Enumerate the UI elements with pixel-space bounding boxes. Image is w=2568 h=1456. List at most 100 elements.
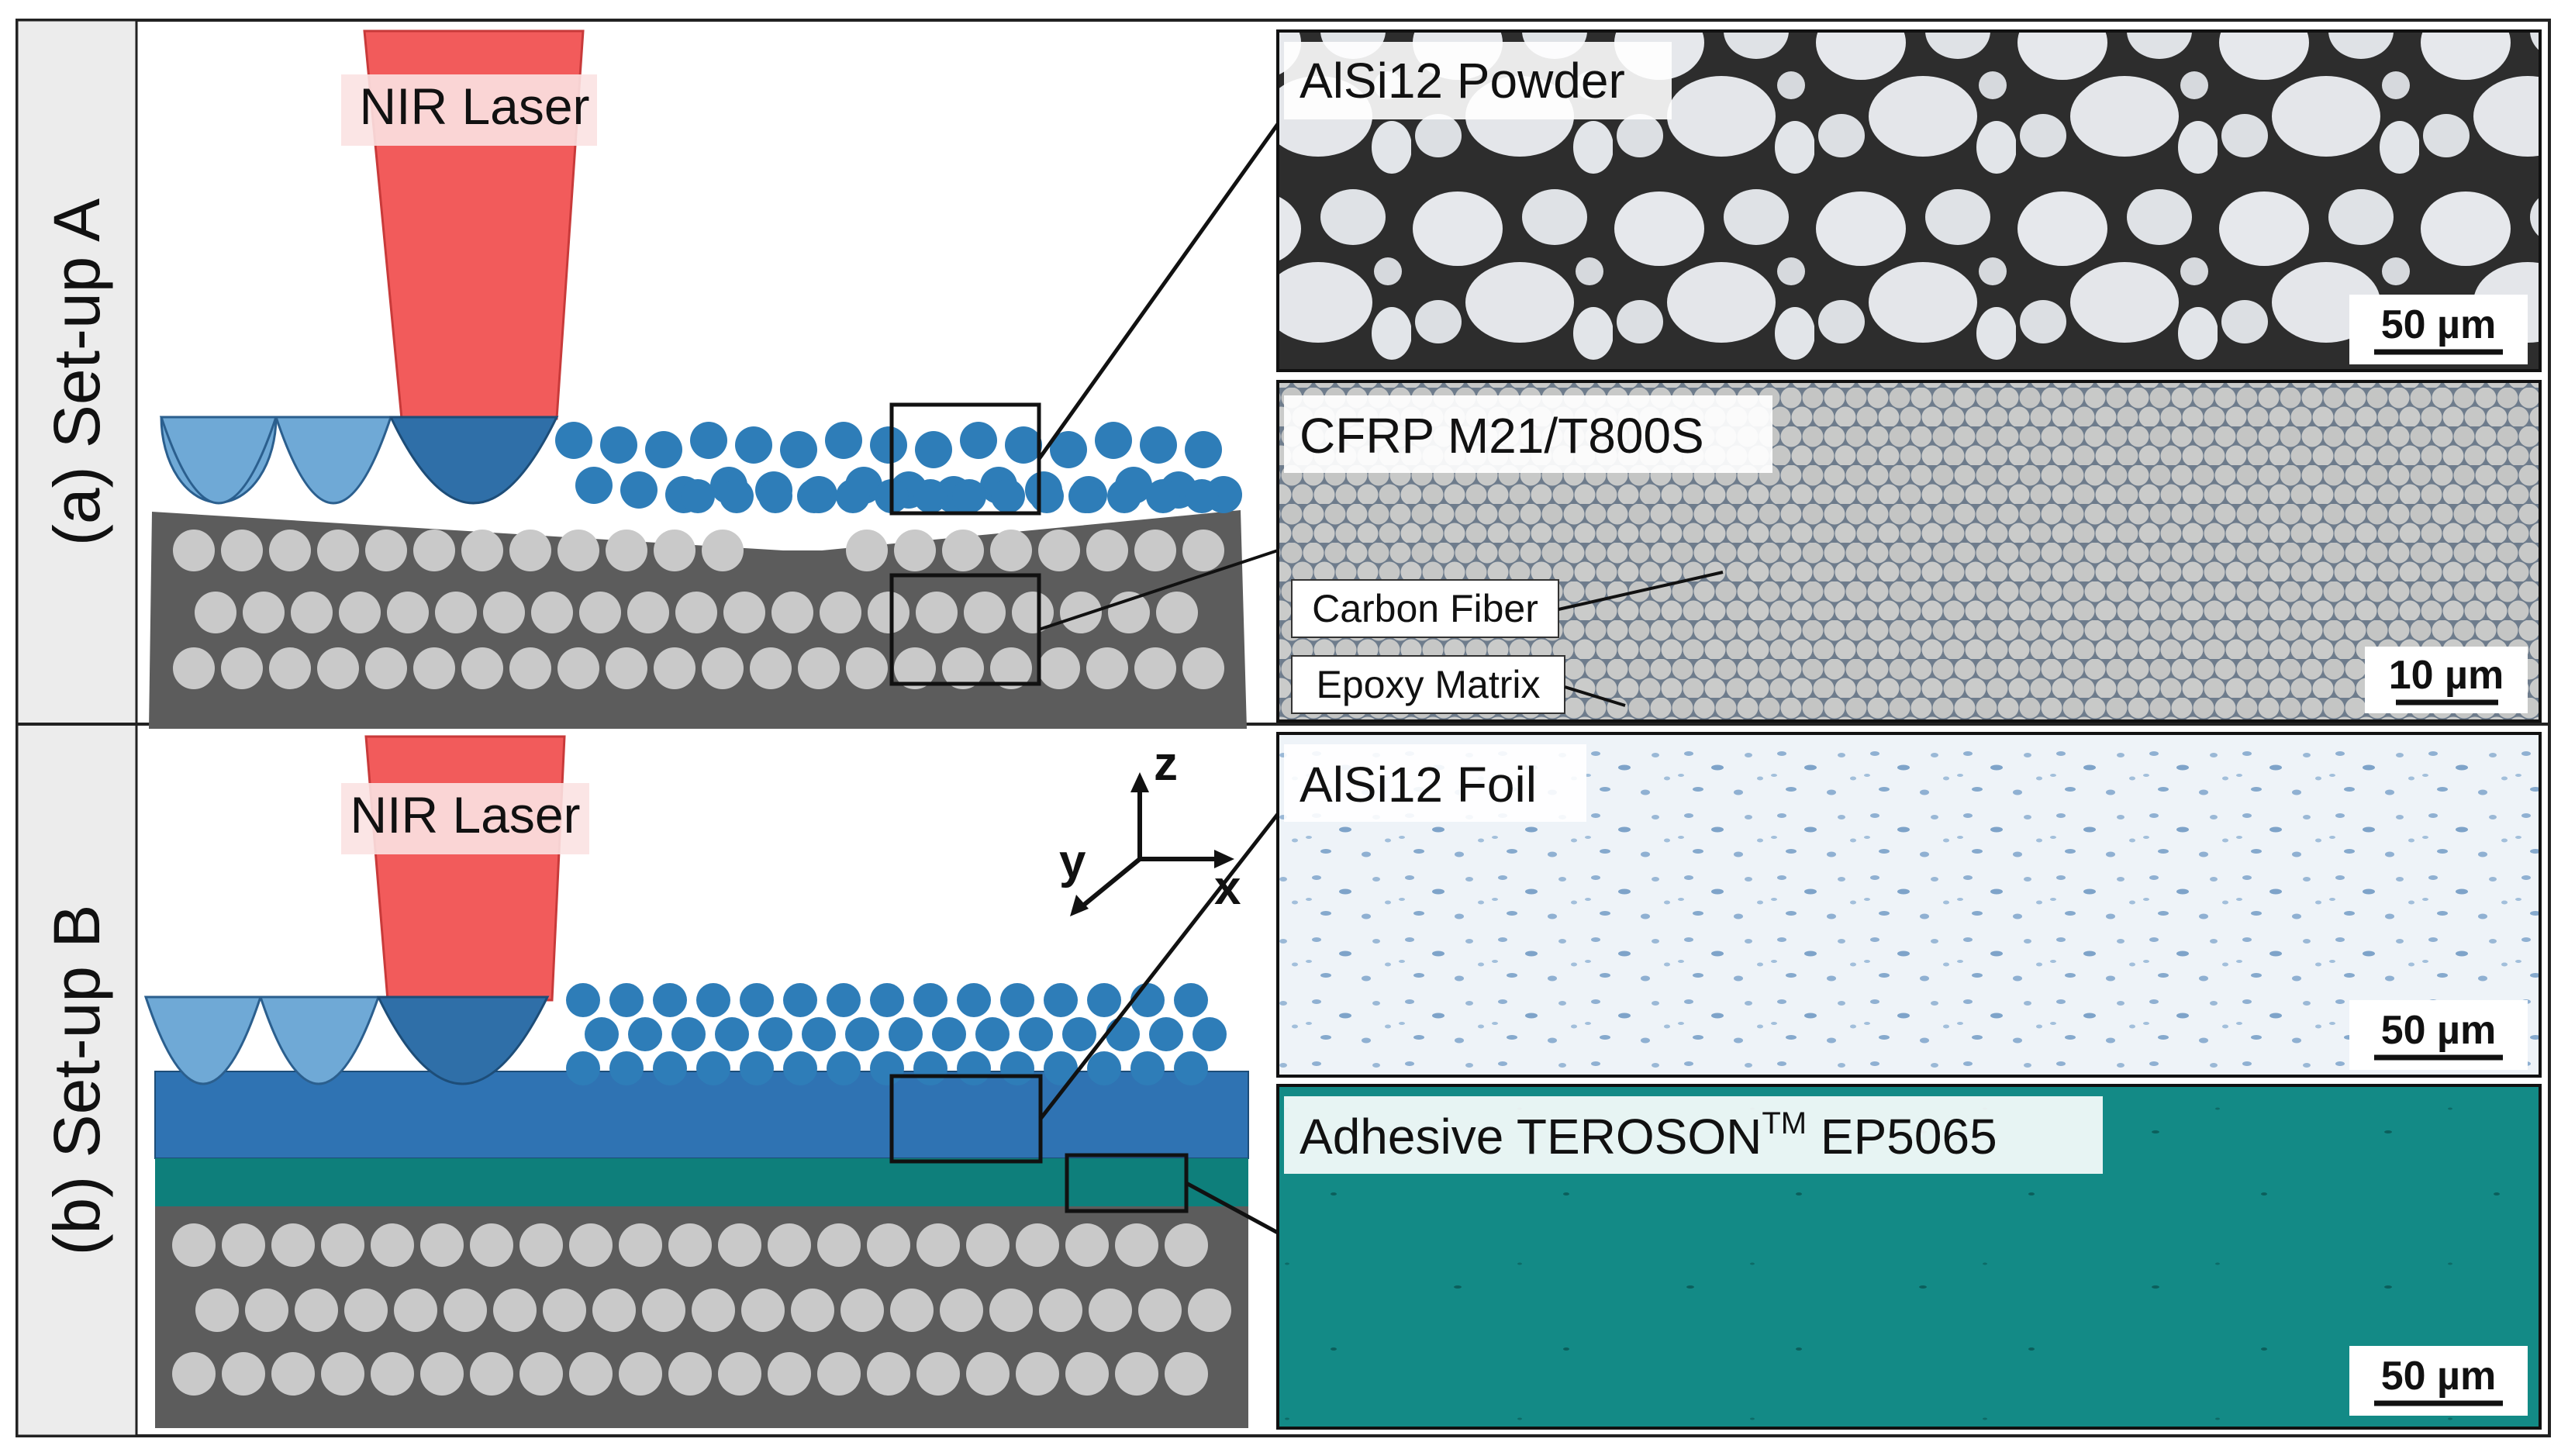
fiber [317,647,359,689]
powder-particle [671,1017,706,1051]
powder-particle [1130,983,1165,1017]
laser-label-bg-b [341,783,589,854]
fiber [271,1352,315,1396]
powder-particle [740,1051,774,1085]
fiber [702,647,744,689]
fiber [269,647,311,689]
scale-bar-label: 50 µm [2381,1008,2496,1053]
fiber [846,530,888,571]
powder-particle [1062,1017,1096,1051]
fiber [531,592,573,633]
micrograph-label-bg [1284,744,1586,822]
fiber [470,1352,513,1396]
fiber [840,1289,884,1332]
fiber [271,1223,315,1267]
powder-particle [1087,983,1121,1017]
micrograph-powder: AlSi12 Powder 50 µm [1276,29,2542,372]
fiber [1039,1289,1082,1332]
powder-particles [555,422,1242,513]
fiber [365,530,407,571]
fiber [654,530,696,571]
fiber [1060,592,1102,633]
fiber [394,1289,437,1332]
powder-particle [1000,983,1034,1017]
fiber [654,647,696,689]
fiber [1182,647,1224,689]
fiber [339,592,381,633]
fiber [1038,647,1080,689]
powder-particle [735,426,772,464]
axis-z-label: z [1154,737,1178,791]
powder-particle [653,983,687,1017]
micrograph-label-bg [1284,1096,2103,1174]
fiber [867,1223,910,1267]
fiber [1182,530,1224,571]
axis-triad: z y x [1059,737,1241,916]
fiber [519,1223,563,1267]
powder-particle [555,422,592,459]
fiber [868,592,910,633]
fiber [989,1289,1033,1332]
powder-particle [827,1051,861,1085]
lens-b3 [376,995,550,1085]
powder-particle [1140,426,1177,464]
powder-particle [645,431,682,468]
fiber [269,530,311,571]
fiber [365,647,407,689]
lens-2 [274,416,393,505]
fiber [1089,1289,1132,1332]
powder-particle [1030,479,1064,513]
fiber [1156,592,1198,633]
side-label-column-b [16,723,138,1437]
powder-particle [991,479,1025,513]
fiber [173,530,215,571]
powder-particle [827,983,861,1017]
fiber [942,647,984,689]
powder-particle [783,983,817,1017]
fiber [1138,1289,1182,1332]
fiber [675,592,717,633]
fiber [291,592,333,633]
fiber [750,647,792,689]
fiber [1086,530,1128,571]
annotation-leader-epoxy-matrix [1564,685,1626,707]
powder-particle [600,426,637,464]
powder-particle [870,1051,904,1085]
powder-particle [585,1017,619,1051]
powder-particle [1087,1051,1121,1085]
powder-particle [913,1051,947,1085]
panel-b-side-label: (b) Set-up B [40,905,113,1256]
fiber [642,1289,685,1332]
powder-particle [758,1017,792,1051]
powder-particle [1095,422,1132,459]
powder-particle [575,467,613,504]
laser-beam-b [364,735,566,1002]
fiber [321,1223,364,1267]
scale-bar-label: 10 µm [2389,653,2504,698]
fiber [243,592,285,633]
fiber [592,1289,636,1332]
fiber [1134,530,1176,571]
fiber [172,1352,216,1396]
fiber [627,592,669,633]
leader-powder [1037,122,1280,461]
laser-label: NIR Laser [359,78,589,135]
fiber [493,1289,537,1332]
fiber [543,1289,586,1332]
laser-label-bg [341,74,597,146]
powder-particle [783,1051,817,1085]
fiber [702,530,744,571]
adhesive-layer [155,1158,1248,1206]
powder-particle [620,471,658,509]
annotation-box-epoxy-matrix [1291,655,1565,714]
lens-b2 [258,995,381,1085]
powder-particle [1130,1051,1165,1085]
fiber [964,592,1006,633]
fiber [990,530,1032,571]
powder-particle [1044,983,1078,1017]
powder-particle [1185,431,1222,468]
fiber [371,1223,414,1267]
fiber [461,647,503,689]
fiber [387,592,429,633]
fiber [173,647,215,689]
